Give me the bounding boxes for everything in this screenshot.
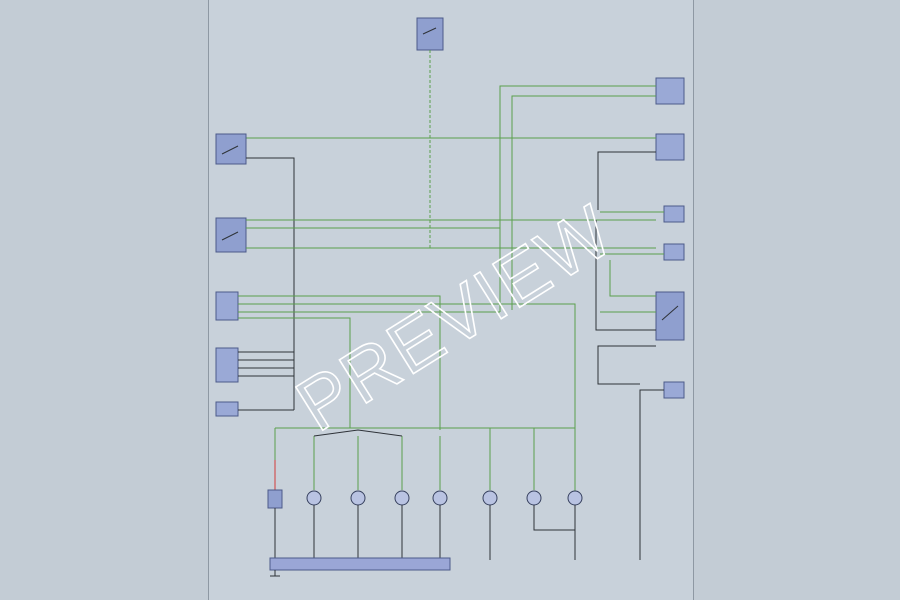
- lamp-icon: [394, 490, 410, 506]
- lamp-icon: [306, 490, 322, 506]
- wire-l1: [238, 295, 441, 430]
- wire-splice: [313, 429, 403, 437]
- connector-l1: [215, 291, 239, 321]
- relay: [655, 291, 685, 341]
- wire-l4: [238, 317, 351, 428]
- wire-k1: [609, 260, 656, 297]
- wire-k4: [597, 345, 656, 385]
- diagram-sheet: [208, 0, 694, 600]
- wire-k5: [639, 389, 664, 560]
- lamp-row: [267, 489, 583, 509]
- wire-d: [597, 151, 656, 210]
- connector-r3: [663, 381, 685, 399]
- top-switch-component: [416, 17, 444, 51]
- wire-gnd-7: [533, 505, 576, 531]
- switch-icon: [416, 17, 444, 51]
- wire-k3: [595, 220, 656, 331]
- wire-e: [246, 157, 295, 410]
- wire-a: [499, 85, 656, 312]
- connector-r1: [663, 205, 685, 223]
- right-module-1: [655, 77, 685, 105]
- connector-l3: [215, 401, 239, 417]
- right-module-2: [655, 133, 685, 161]
- lamp-icon: [526, 490, 542, 506]
- lamp-icon: [482, 490, 498, 506]
- switch-icon: [267, 489, 283, 509]
- lamp-icon: [350, 490, 366, 506]
- lamp-icon: [432, 490, 448, 506]
- connector-l2: [215, 347, 239, 383]
- lamp-icon: [567, 490, 583, 506]
- wire-b: [511, 95, 656, 310]
- connector-r2: [663, 243, 685, 261]
- ground-bar: [269, 557, 451, 571]
- wire-l2: [238, 303, 576, 492]
